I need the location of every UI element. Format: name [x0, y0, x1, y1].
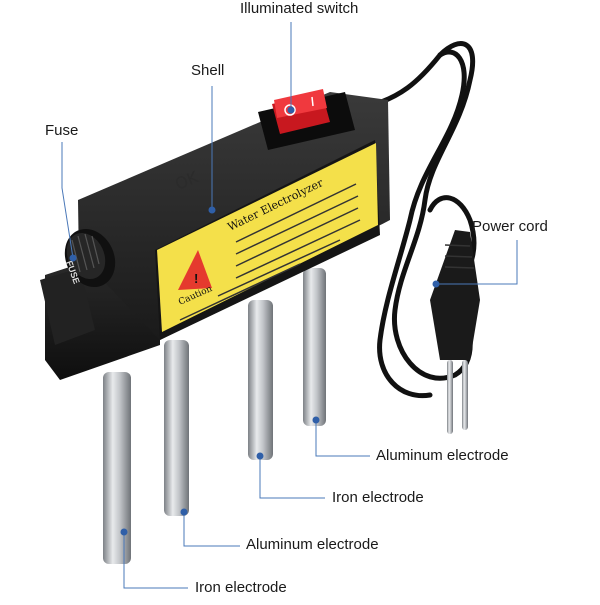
label-iron-electrode-mid: Iron electrode [332, 489, 424, 506]
leader-fuse [61, 142, 74, 259]
dot-switch [287, 106, 295, 114]
label-fuse: Fuse [45, 122, 79, 139]
label-illuminated-switch: Illuminated switch [240, 0, 359, 17]
label-iron-electrode-left: Iron electrode [195, 579, 287, 596]
dot-shell [208, 206, 216, 214]
plug [430, 230, 480, 434]
electrode-iron-left [103, 372, 131, 564]
label-aluminum-electrode-right: Aluminum electrode [376, 447, 509, 464]
electrode-iron-mid [248, 300, 273, 460]
dot-iron-mid [256, 452, 264, 460]
illuminated-switch [272, 89, 330, 134]
leader-iron-mid [259, 456, 325, 499]
leader-aluminum-left [183, 512, 240, 547]
leader-aluminum-right [315, 420, 370, 457]
electrodes [103, 268, 326, 564]
callout-dots [69, 106, 440, 536]
electrode-aluminum-left [164, 340, 189, 516]
fuse-knob: FUSE [64, 228, 116, 288]
label-aluminum-electrode-left: Aluminum electrode [246, 536, 379, 553]
dot-aluminum-right [312, 416, 320, 424]
svg-text:!: ! [194, 271, 198, 286]
callouts [61, 22, 518, 589]
plug-pin-right [462, 360, 468, 430]
dot-power-cord [432, 280, 440, 288]
label-power-cord: Power cord [472, 218, 548, 235]
dot-aluminum-left [180, 508, 188, 516]
plug-pin-left [447, 360, 453, 434]
leader-power-cord [436, 240, 518, 285]
label-shell: Shell [191, 62, 225, 79]
leader-iron-left [123, 532, 188, 589]
dot-fuse [69, 254, 77, 262]
electrode-aluminum-right [303, 268, 326, 426]
dot-iron-left [120, 528, 128, 536]
